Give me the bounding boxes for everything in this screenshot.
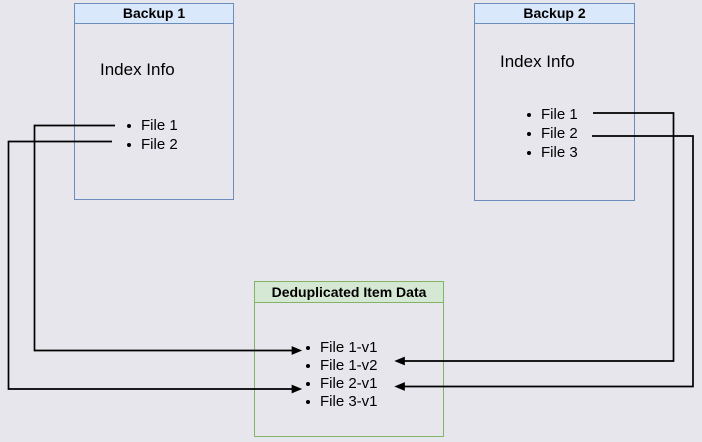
backup2-index-info-label: Index Info — [500, 52, 575, 71]
list-item: File 3-v1 — [306, 393, 378, 411]
backup1-title: Backup 1 — [75, 4, 233, 24]
list-item: File 2-v1 — [306, 375, 378, 393]
deduplicated-item-data-title: Deduplicated Item Data — [255, 282, 443, 303]
list-item: File 1 — [527, 105, 578, 124]
dedup-file-list: File 1-v1 File 1-v2 File 2-v1 File 3-v1 — [306, 339, 378, 411]
list-item: File 3 — [527, 143, 578, 162]
list-item: File 2 — [127, 135, 178, 154]
deduplicated-item-data-box: Deduplicated Item Data File 1-v1 File 1-… — [254, 281, 444, 437]
backup2-title: Backup 2 — [475, 4, 634, 24]
list-item: File 1-v2 — [306, 357, 378, 375]
backup2-box: Backup 2 Index Info File 1 File 2 File 3 — [474, 3, 635, 201]
list-item: File 1-v1 — [306, 339, 378, 357]
backup1-file-list: File 1 File 2 — [127, 116, 178, 154]
list-item: File 1 — [127, 116, 178, 135]
backup1-index-info-label: Index Info — [100, 60, 175, 79]
backup1-box: Backup 1 Index Info File 1 File 2 — [74, 3, 234, 200]
list-item: File 2 — [527, 124, 578, 143]
backup2-file-list: File 1 File 2 File 3 — [527, 105, 578, 162]
